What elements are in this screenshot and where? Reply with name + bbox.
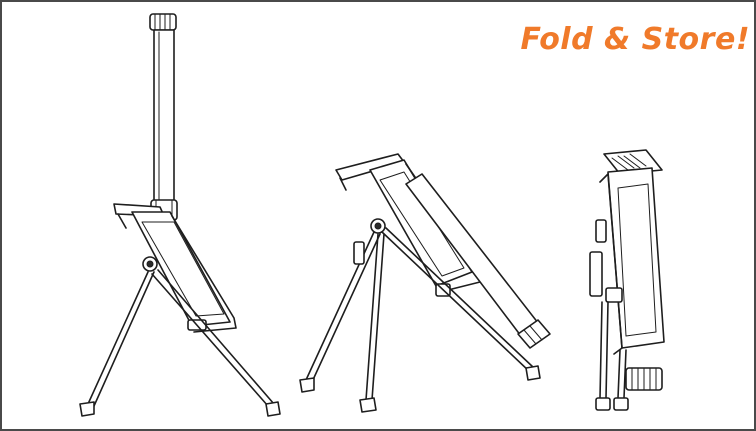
tripod-stored-illustration: [589, 149, 665, 411]
fold-and-store-headline: Fold & Store!: [520, 22, 750, 57]
tripod-extended-illustration: [79, 13, 281, 417]
tripod-folding-illustration: [299, 153, 551, 413]
